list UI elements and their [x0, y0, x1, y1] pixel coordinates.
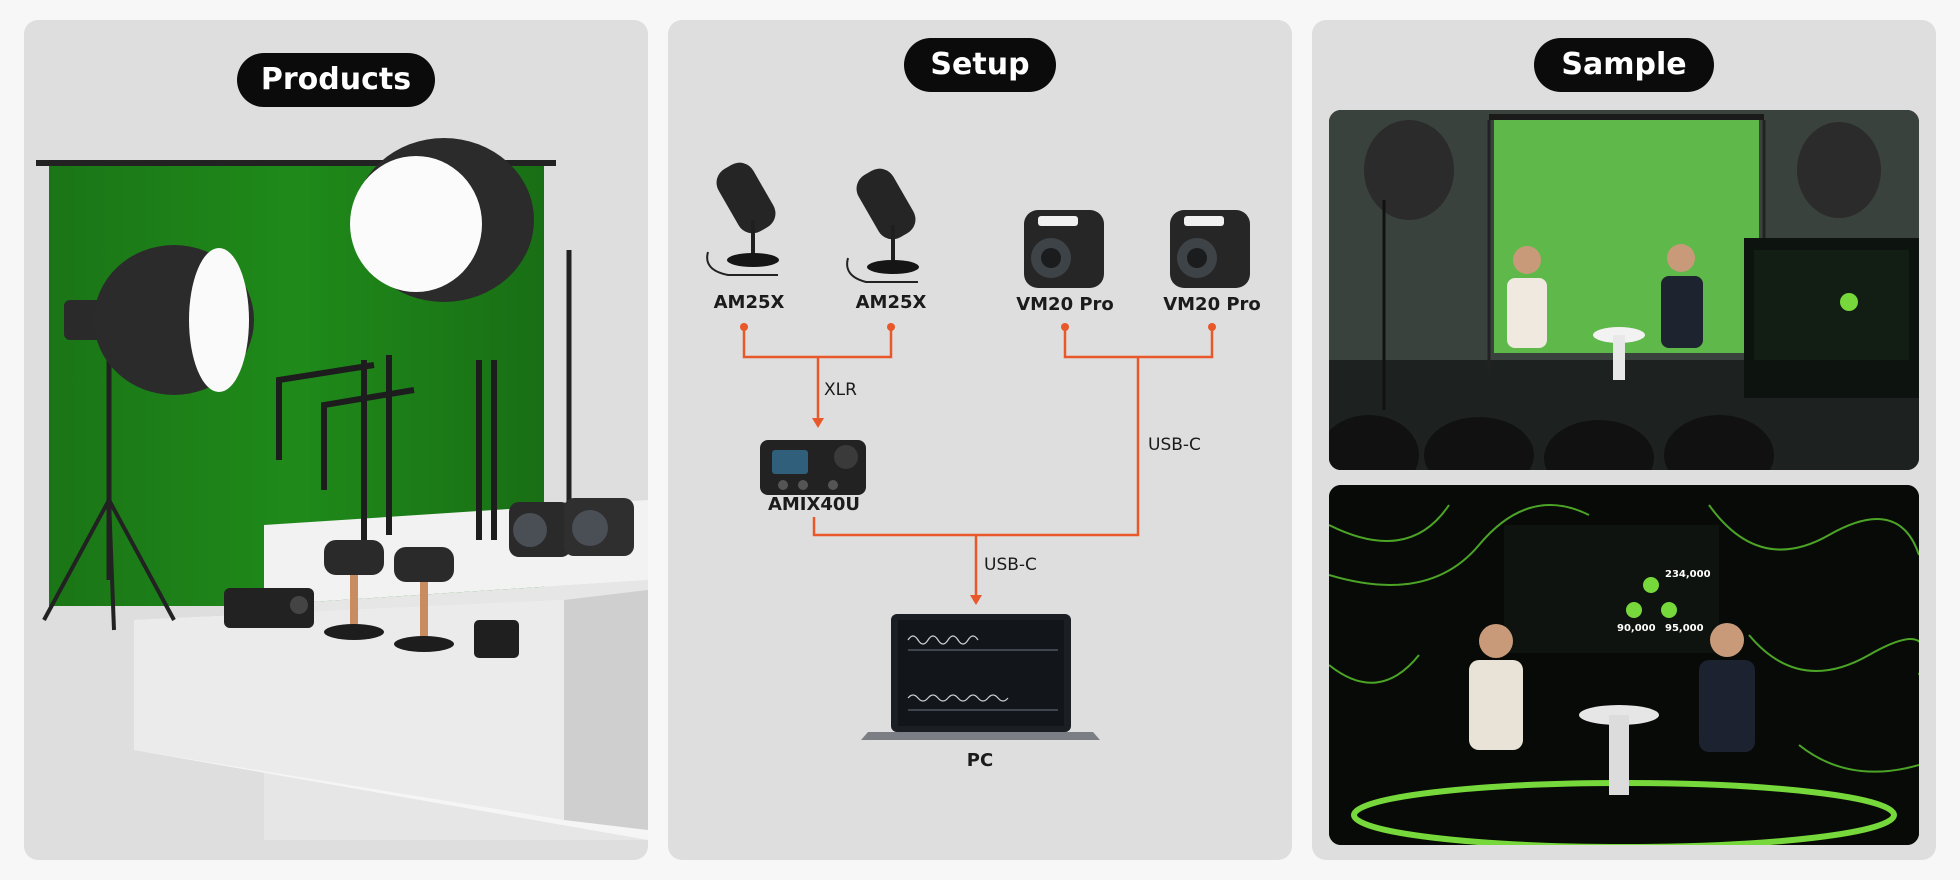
microphone-icon: [324, 540, 454, 652]
webcam-icon: [509, 498, 634, 557]
screen-stat-right: 95,000: [1665, 623, 1704, 634]
connection-lines: [742, 327, 1214, 597]
webcam-icon: [1170, 210, 1250, 288]
setup-panel: Setup: [668, 20, 1292, 860]
laptop-icon: [861, 614, 1100, 740]
products-illustration: [36, 138, 648, 840]
device-label-cam-1: VM20 Pro: [1016, 294, 1114, 315]
audio-mixer-icon: [224, 588, 519, 658]
products-title: Products: [237, 53, 435, 107]
studio-scene: [1329, 110, 1919, 470]
sample-photo-studio: [1329, 110, 1919, 470]
setup-diagram: [706, 162, 1250, 740]
connection-label-xlr: XLR: [824, 380, 857, 400]
tripod-icon: [276, 355, 497, 540]
sample-title: Sample: [1534, 38, 1714, 92]
webcam-icon: [1024, 210, 1104, 288]
sample-photo-virtual-set: 234,000 90,000 95,000: [1329, 485, 1919, 845]
microphone-icon: [706, 162, 779, 276]
audio-mixer-icon: [760, 440, 866, 495]
connection-label-camera-usb: USB-C: [1148, 435, 1201, 455]
screen-stat-left: 90,000: [1617, 623, 1656, 634]
setup-title: Setup: [904, 38, 1056, 92]
connection-arrows: [740, 323, 1216, 605]
screen-stat-main: 234,000: [1665, 569, 1711, 580]
device-label-mic-2: AM25X: [855, 292, 927, 313]
softbox-light-icon: [42, 245, 254, 631]
sample-panel: Sample: [1312, 20, 1936, 860]
device-label-mic-1: AM25X: [713, 292, 785, 313]
device-label-mixer: AMIX40U: [767, 494, 861, 515]
device-label-pc: PC: [966, 750, 994, 771]
softbox-light-icon: [350, 138, 572, 540]
device-label-cam-2: VM20 Pro: [1163, 294, 1261, 315]
microphone-icon: [846, 168, 919, 283]
products-panel: Products: [24, 20, 648, 860]
connection-label-pc-usb: USB-C: [984, 555, 1037, 575]
virtual-set-scene: [1329, 485, 1919, 845]
